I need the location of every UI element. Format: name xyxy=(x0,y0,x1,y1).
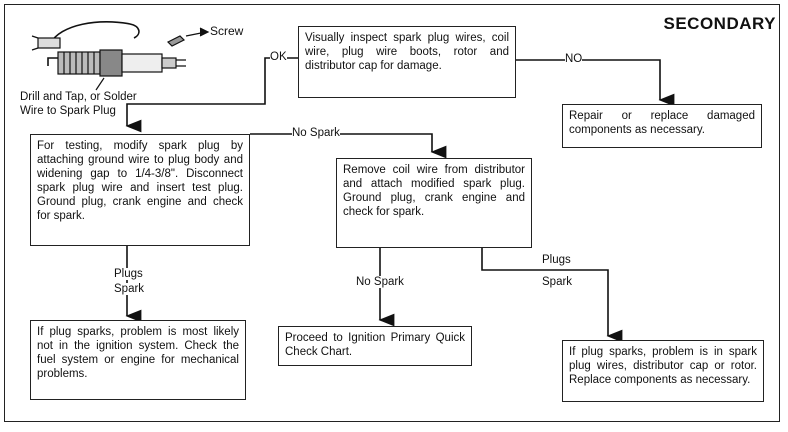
plugs-spark-connector-2 xyxy=(481,248,623,343)
illustration-caption-line2: Wire to Spark Plug xyxy=(20,105,116,117)
no-label: NO xyxy=(565,53,583,65)
diagram-frame xyxy=(4,4,780,422)
no-connector xyxy=(515,59,675,107)
screw-icon xyxy=(166,35,186,47)
box-proceed: Proceed to Ignition Primary Quick Check … xyxy=(278,326,472,366)
ground-wire-icon xyxy=(49,21,140,45)
spark-label-2: Spark xyxy=(542,276,573,288)
alligator-clip-icon xyxy=(37,37,61,49)
box-not-ignition: If plug sparks, problem is most likely n… xyxy=(30,320,246,400)
plugs-label-1: Plugs xyxy=(114,268,143,280)
ok-label: OK xyxy=(270,51,287,63)
box-inspect: Visually inspect spark plug wires, coil … xyxy=(298,26,516,98)
diagram-title: SECONDARY xyxy=(663,14,776,33)
box-remove-coil: Remove coil wire from distributor and at… xyxy=(336,158,532,248)
box-replace: If plug sparks, problem is in spark plug… xyxy=(562,340,764,402)
illustration-caption-line1: Drill and Tap, or Solder xyxy=(20,91,137,103)
plugs-label-2: Plugs xyxy=(542,254,571,266)
spark-plug-illustration xyxy=(31,21,210,91)
box-repair: Repair or replace damaged components as … xyxy=(562,104,762,148)
spark-label-1: Spark xyxy=(114,283,145,295)
no-spark-connector-1 xyxy=(250,133,447,159)
screw-label: Screw xyxy=(210,24,244,38)
box-test-plug: For testing, modify spark plug by attach… xyxy=(30,134,250,246)
no-spark-label-2: No Spark xyxy=(356,276,404,288)
no-spark-label-1: No Spark xyxy=(292,127,340,139)
